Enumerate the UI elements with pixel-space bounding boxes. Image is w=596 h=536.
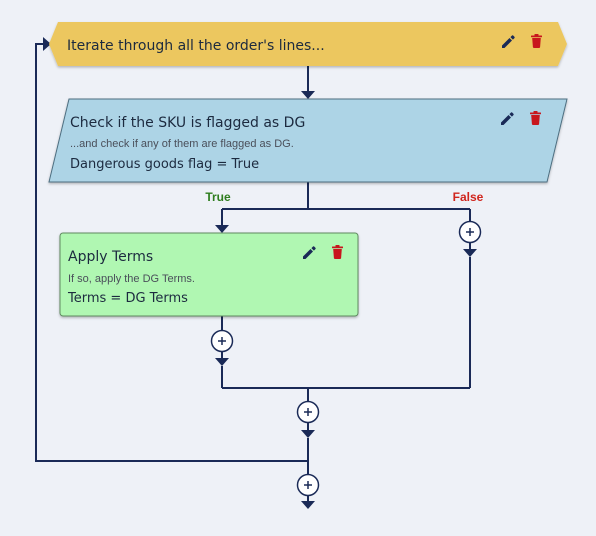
loop-node[interactable]: Iterate through all the order's lines... (49, 22, 567, 66)
false-branch-label: False (453, 190, 484, 204)
loop-node-shape[interactable] (49, 22, 567, 66)
action-node-title: Apply Terms (68, 249, 153, 265)
loop-node-title: Iterate through all the order's lines... (67, 38, 325, 54)
connectors (35, 37, 477, 509)
arrow-right-icon (43, 37, 51, 51)
add-step-false-branch-button[interactable] (458, 220, 482, 244)
action-node[interactable]: Apply Terms If so, apply the DG Terms. T… (59, 232, 359, 317)
action-node-expression: Terms = DG Terms (67, 291, 188, 306)
add-step-true-branch-button[interactable] (210, 329, 234, 353)
arrow-down-icon (215, 358, 229, 366)
arrow-down-icon (301, 91, 315, 99)
add-step-after-decision-button[interactable] (296, 400, 320, 424)
arrow-down-icon (463, 249, 477, 257)
true-branch-label: True (205, 190, 231, 204)
decision-node[interactable]: Check if the SKU is flagged as DG ...and… (48, 98, 568, 183)
arrow-down-icon (301, 501, 315, 509)
decision-node-shape[interactable] (48, 98, 568, 183)
action-node-description: If so, apply the DG Terms. (68, 273, 195, 285)
decision-node-title: Check if the SKU is flagged as DG (70, 115, 305, 131)
action-node-shape[interactable] (59, 232, 359, 317)
connector-loop-back (35, 43, 308, 462)
decision-node-expression: Dangerous goods flag = True (70, 157, 259, 172)
add-step-after-loop-button[interactable] (296, 473, 320, 497)
arrow-down-icon (215, 225, 229, 233)
arrow-down-icon (301, 430, 315, 438)
decision-node-description: ...and check if any of them are flagged … (70, 138, 294, 150)
